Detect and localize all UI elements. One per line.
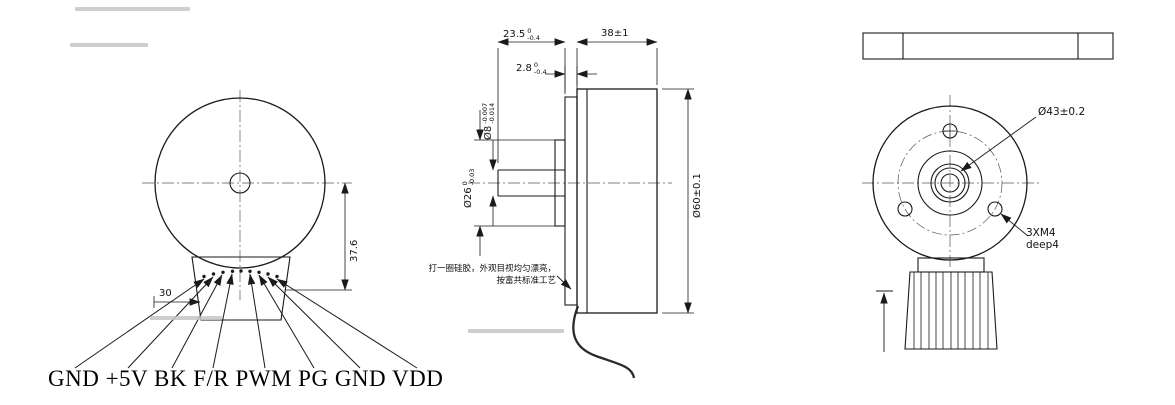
tolerance-stack: 0 -0.4 xyxy=(534,62,547,76)
side-view xyxy=(468,38,694,379)
dim-base: Ø8 xyxy=(482,125,494,140)
rear-bearing-inner xyxy=(934,167,966,199)
bolt-circle-leader xyxy=(960,116,1037,172)
tol-lower: -0.014 xyxy=(487,102,496,124)
dim-shaft-length: 23.5 0 -0.4 xyxy=(503,28,540,42)
rear-hub-outer xyxy=(917,150,983,216)
leader-pg xyxy=(258,274,315,369)
front-shaft-hole xyxy=(229,172,251,194)
pin-dot xyxy=(248,269,252,273)
illegible-note-4 xyxy=(468,329,564,333)
tol-upper: 0 xyxy=(527,27,532,35)
rear-bearing-outer xyxy=(930,163,970,203)
rear-view xyxy=(862,32,1114,352)
pin-dot xyxy=(230,269,235,273)
pin-dot xyxy=(211,272,216,276)
silicone-note-line2: 按富共标准工艺 xyxy=(496,276,556,286)
shaft xyxy=(497,169,565,197)
dim-value: Ø60±0.1 xyxy=(692,173,703,218)
rear-motor-outline xyxy=(872,105,1028,261)
dim-body-diameter: Ø60±0.1 xyxy=(692,173,704,218)
mount-hole-top xyxy=(942,123,958,139)
dim-boss-diameter: Ø26 0 -0.03 xyxy=(461,168,476,208)
silicone-note-leader xyxy=(556,275,572,290)
silicone-note: 打一圈硅胶，外观目视均匀漂亮， 按富共标准工艺 xyxy=(426,263,556,287)
mount-hole-right xyxy=(987,201,1003,217)
front-view xyxy=(74,90,418,369)
connector-pinout-label: GND +5V BK F/R PWM PG GND VDD xyxy=(48,366,444,391)
top-section-bar xyxy=(862,32,1114,60)
dim-body-length: 38±1 xyxy=(601,28,628,40)
dim-value: 37.6 xyxy=(349,239,360,262)
front-motor-outline xyxy=(154,97,326,269)
motor-body xyxy=(576,88,658,314)
tol-upper: 0 xyxy=(533,61,539,69)
mounting-holes xyxy=(897,123,1003,217)
tol-lower: -0.03 xyxy=(467,168,476,186)
dim-30-lines xyxy=(153,296,201,308)
wire-label-arrows xyxy=(74,273,418,369)
dim-base: 23.5 xyxy=(503,28,526,40)
ribbon-cable xyxy=(904,257,998,350)
dim-boss-dia-lines xyxy=(474,110,555,256)
mount-hole-leader xyxy=(1000,213,1029,237)
pin-dot xyxy=(275,274,279,279)
dim-flange-thickness: 2.8 0 -0.4 xyxy=(516,62,547,76)
mount-holes-line1: 3XM4 xyxy=(1026,227,1056,239)
illegible-note-2 xyxy=(70,43,148,47)
pigtail-wire xyxy=(572,305,636,379)
mount-hole-left xyxy=(897,201,913,217)
silicone-note-line1: 打一圈硅胶，外观目视均匀漂亮， xyxy=(428,264,556,274)
ribbon-wires xyxy=(913,272,989,349)
dim-base: Ø26 xyxy=(462,187,474,208)
pin-dot xyxy=(239,269,243,273)
cable-extent-arrow xyxy=(876,290,893,352)
dim-value: Ø43±0.2 xyxy=(1038,106,1086,118)
tol-lower: -0.4 xyxy=(533,67,547,76)
tolerance-stack: -0.007 -0.014 xyxy=(481,102,496,124)
leader-pwm xyxy=(247,273,266,369)
dim-mount-holes: 3XM4 deep4 xyxy=(1026,227,1059,251)
dim-38-lines xyxy=(576,38,658,85)
leader-gnd2 xyxy=(267,276,361,369)
leader-vdd xyxy=(276,278,418,369)
leader-bk xyxy=(171,274,223,369)
pin-dot xyxy=(257,270,261,274)
pin-dot xyxy=(221,270,225,274)
flange-plate xyxy=(564,96,578,306)
connector-pins xyxy=(202,269,279,279)
tolerance-stack: 0 -0.03 xyxy=(461,168,476,186)
illegible-note-3 xyxy=(150,316,222,320)
tol-lower: -0.4 xyxy=(527,33,540,42)
leader-5v xyxy=(127,276,214,369)
mount-holes-line2: deep4 xyxy=(1026,239,1059,251)
dim-body-dia-lines xyxy=(662,88,694,314)
dim-shaft-diameter: Ø8 -0.007 -0.014 xyxy=(481,102,496,140)
dim-bolt-circle: Ø43±0.2 xyxy=(1038,106,1085,118)
rear-shaft-end xyxy=(940,173,960,193)
dim-value: 30 xyxy=(159,288,172,299)
dim-center-to-connector: 37.6 xyxy=(349,240,361,262)
dim-2-8-lines xyxy=(545,66,597,94)
illegible-note-1 xyxy=(75,7,190,11)
dim-value: 38±1 xyxy=(601,28,629,39)
leader-fr xyxy=(212,273,234,369)
leader-gnd1 xyxy=(74,278,205,369)
tolerance-stack: 0 -0.4 xyxy=(527,28,540,42)
pin-dot xyxy=(202,274,206,279)
front-connector-housing xyxy=(191,256,291,321)
bolt-circle xyxy=(897,130,1003,236)
dim-connector-width: 30 xyxy=(159,288,172,300)
dim-base: 2.8 xyxy=(516,62,532,74)
dim-37-6-lines xyxy=(285,182,352,291)
pin-dot xyxy=(266,272,270,276)
